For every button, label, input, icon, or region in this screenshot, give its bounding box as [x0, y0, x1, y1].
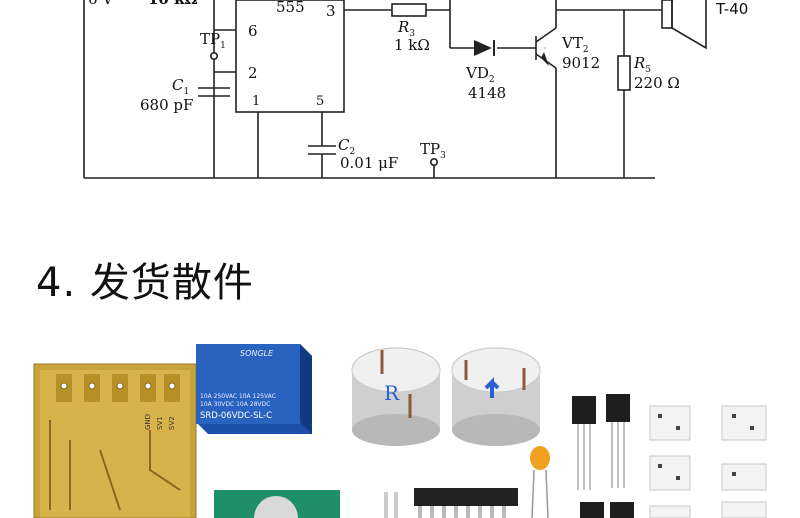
- ic-label: 555: [276, 0, 305, 16]
- pcb-board: [33, 363, 197, 518]
- partial-label-resistor: 10 kΩ: [148, 0, 198, 8]
- vt2-value: 9012: [562, 54, 601, 72]
- transducer-label: T-40: [716, 0, 749, 18]
- connectors: [649, 405, 767, 518]
- c1-value: 680 pF: [140, 96, 194, 114]
- section-heading: 4. 发货散件: [36, 260, 254, 306]
- vt2-label: VT2: [562, 34, 589, 55]
- pcb-label-gnd: GND: [144, 414, 152, 430]
- relay: [196, 344, 312, 434]
- schematic-labels: 6 V 10 kΩ 555 3 6 2 1 5 TP1 C1 680 pF C2…: [0, 0, 800, 200]
- pin-3-label: 3: [326, 2, 336, 20]
- relay-brand: SONGLE: [240, 349, 274, 358]
- ultrasonic-receiver: [351, 347, 441, 446]
- pin-5-label: 5: [316, 94, 325, 109]
- circuit-schematic: [83, 0, 707, 179]
- pcb-label-sv2: SV2: [168, 416, 176, 430]
- ultrasonic-transmitter: [451, 347, 541, 446]
- receiver-mark: R: [384, 381, 400, 405]
- r3-label: R3: [398, 18, 416, 39]
- r3-value: 1 kΩ: [394, 36, 430, 54]
- parts-photo: GND SV1 SV2 SONGLE 10A 250VAC 10A 125VAC…: [33, 344, 767, 518]
- partial-label-voltage: 6 V: [88, 0, 113, 8]
- c2-value: 0.01 μF: [340, 154, 399, 172]
- relay-rating-2: 10A 30VDC 10A 28VDC: [200, 401, 270, 408]
- c2-label: C2: [338, 136, 356, 157]
- tp3-label: TP3: [420, 140, 446, 161]
- pin-2-label: 2: [248, 64, 258, 82]
- transistors: [572, 394, 634, 518]
- r5-value: 220 Ω: [634, 74, 680, 92]
- c1-label: C1: [172, 76, 190, 97]
- relay-rating-1: 10A 250VAC 10A 125VAC: [200, 393, 276, 400]
- pin-1-label: 1: [252, 94, 261, 109]
- tp1-label: TP1: [200, 30, 226, 51]
- vd2-label: VD2: [466, 64, 495, 85]
- pin-6-label: 6: [248, 22, 258, 40]
- vd2-value: 4148: [468, 84, 507, 102]
- r5-label: R5: [634, 54, 652, 75]
- relay-model: SRD-06VDC-SL-C: [200, 411, 272, 421]
- pcb-label-sv1: SV1: [156, 416, 164, 430]
